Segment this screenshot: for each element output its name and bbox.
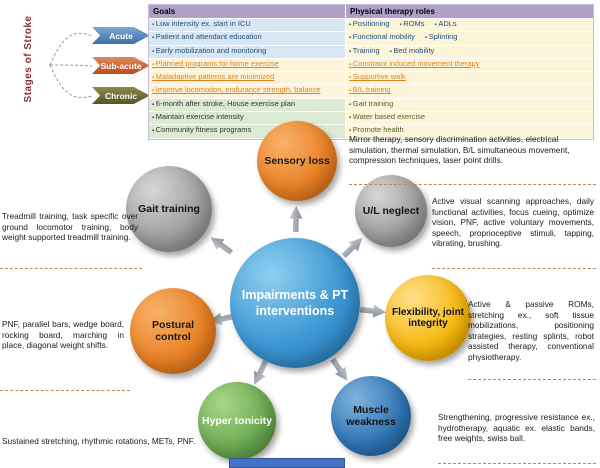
stage-arrow-chronic: Chronic <box>92 87 150 104</box>
table-row: Improve locomotion, endurance strength, … <box>149 85 345 99</box>
role-item: ROMs <box>400 19 424 29</box>
role-item: Splinting <box>425 33 458 42</box>
connector-arrow <box>327 355 353 384</box>
table-row: 6-month after stroke, House exercise pla… <box>149 98 345 113</box>
role-item: Training <box>349 46 380 56</box>
goals-column: Goals Low intensity ex. start in ICU Pat… <box>149 5 345 139</box>
dashed-divider <box>0 390 130 391</box>
sensory-loss-note: Mirror therapy, sensory discrimination a… <box>349 134 570 166</box>
goal-item: Planned programs for home exercise <box>152 59 279 69</box>
role-item: Bed mobility <box>390 46 434 56</box>
table-row: Constraint induced movement therapy <box>346 58 593 73</box>
node-sensory-loss: Sensory loss <box>257 121 337 201</box>
table-row: Patient and attendant education <box>149 32 345 46</box>
goal-item: Maladaptive patterns are minimized <box>152 72 274 82</box>
role-item: Water based exercise <box>349 112 425 122</box>
role-item: ADLs <box>435 19 456 29</box>
node-muscle-weakness: Muscle weakness <box>331 376 411 456</box>
table-row: Promote health <box>346 125 593 139</box>
pt-roles-column: Physical therapy roles Positioning ROMs … <box>345 5 593 139</box>
table-row: Maladaptive patterns are minimized <box>149 72 345 86</box>
connector-arrow <box>289 206 303 232</box>
goal-item: Improve locomotion, endurance strength, … <box>152 86 321 95</box>
table-row: Positioning ROMs ADLs <box>346 19 593 33</box>
table-row: B/L training <box>346 85 593 99</box>
hyper-tonicity-note: Sustained stretching, rhythmic rotations… <box>2 436 196 446</box>
table-row: Planned programs for home exercise <box>149 58 345 73</box>
node-ul-neglect: U/L neglect <box>355 175 427 247</box>
node-label: Muscle weakness <box>346 404 396 428</box>
goal-item: Low intensity ex. start in ICU <box>152 19 251 29</box>
dashed-divider <box>438 463 596 464</box>
dashed-divider <box>349 184 596 185</box>
dashed-divider <box>0 268 142 269</box>
role-item: Functional mobility <box>349 33 415 42</box>
node-label: Flexibility, joint integrity <box>391 307 465 329</box>
muscle-weakness-note: Strengthening, progressive resistance ex… <box>438 412 595 444</box>
gait-training-note: Treadmill training, task specific over g… <box>2 211 138 243</box>
center-node-impairments: Impairments & PT interventions <box>230 238 360 368</box>
postural-control-note: PNF, parallel bars, wedge board, rocking… <box>2 319 124 351</box>
connector-arrow <box>206 232 235 259</box>
ul-neglect-note: Active visual scanning approaches, daily… <box>432 196 594 249</box>
table-row: Training Bed mobility <box>346 45 593 59</box>
role-item: Supportive walk <box>349 72 406 82</box>
role-item: Gait training <box>349 99 393 109</box>
stages-table: Goals Low intensity ex. start in ICU Pat… <box>148 4 594 140</box>
table-row: Low intensity ex. start in ICU <box>149 19 345 33</box>
table-row: Early mobilization and monitoring <box>149 45 345 59</box>
role-item: Positioning <box>349 19 390 29</box>
goals-header: Goals <box>149 5 345 19</box>
flexibility-note: Active & passive ROMs, stretching ex., s… <box>468 299 594 363</box>
table-row: Gait training <box>346 98 593 113</box>
stage-arrow-subacute: Sub-acute <box>92 57 150 74</box>
stage-arrow-acute: Acute <box>92 27 150 44</box>
role-item: Constraint induced movement therapy <box>349 59 480 69</box>
node-hyper-tonicity: Hyper tonicity <box>198 382 276 460</box>
bottom-blue-bar <box>229 458 345 468</box>
goal-item: Maintain exercise intensity <box>152 112 244 122</box>
dashed-divider <box>432 268 596 269</box>
table-row: Supportive walk <box>346 72 593 86</box>
node-label: Gait training <box>138 203 200 215</box>
node-gait-training: Gait training <box>126 166 212 252</box>
goal-item: 6-month after stroke, House exercise pla… <box>152 99 295 109</box>
goal-item: Patient and attendant education <box>152 33 262 42</box>
pt-roles-header: Physical therapy roles <box>346 5 593 19</box>
node-label: Hyper tonicity <box>202 415 273 427</box>
node-flexibility-joint-integrity: Flexibility, joint integrity <box>385 275 471 361</box>
node-label: Sensory loss <box>264 155 330 167</box>
goal-item: Community fitness programs <box>152 126 251 135</box>
dashed-divider <box>468 379 596 380</box>
role-item: B/L training <box>349 86 391 95</box>
goal-item: Early mobilization and monitoring <box>152 46 266 56</box>
node-postural-control: Postural control <box>130 288 216 374</box>
node-label: Postural control <box>151 319 194 343</box>
stages-of-stroke-label: Stages of Stroke <box>23 15 34 103</box>
connector-arrow <box>339 233 367 261</box>
role-item: Promote health <box>349 126 404 135</box>
center-node-label: Impairments & PT interventions <box>241 287 349 318</box>
node-label: U/L neglect <box>362 205 420 217</box>
stages-brace <box>49 32 93 99</box>
table-row: Functional mobility Splinting <box>346 32 593 46</box>
table-row: Maintain exercise intensity <box>149 112 345 126</box>
table-row: Water based exercise <box>346 112 593 126</box>
connector-arrow <box>359 303 386 320</box>
